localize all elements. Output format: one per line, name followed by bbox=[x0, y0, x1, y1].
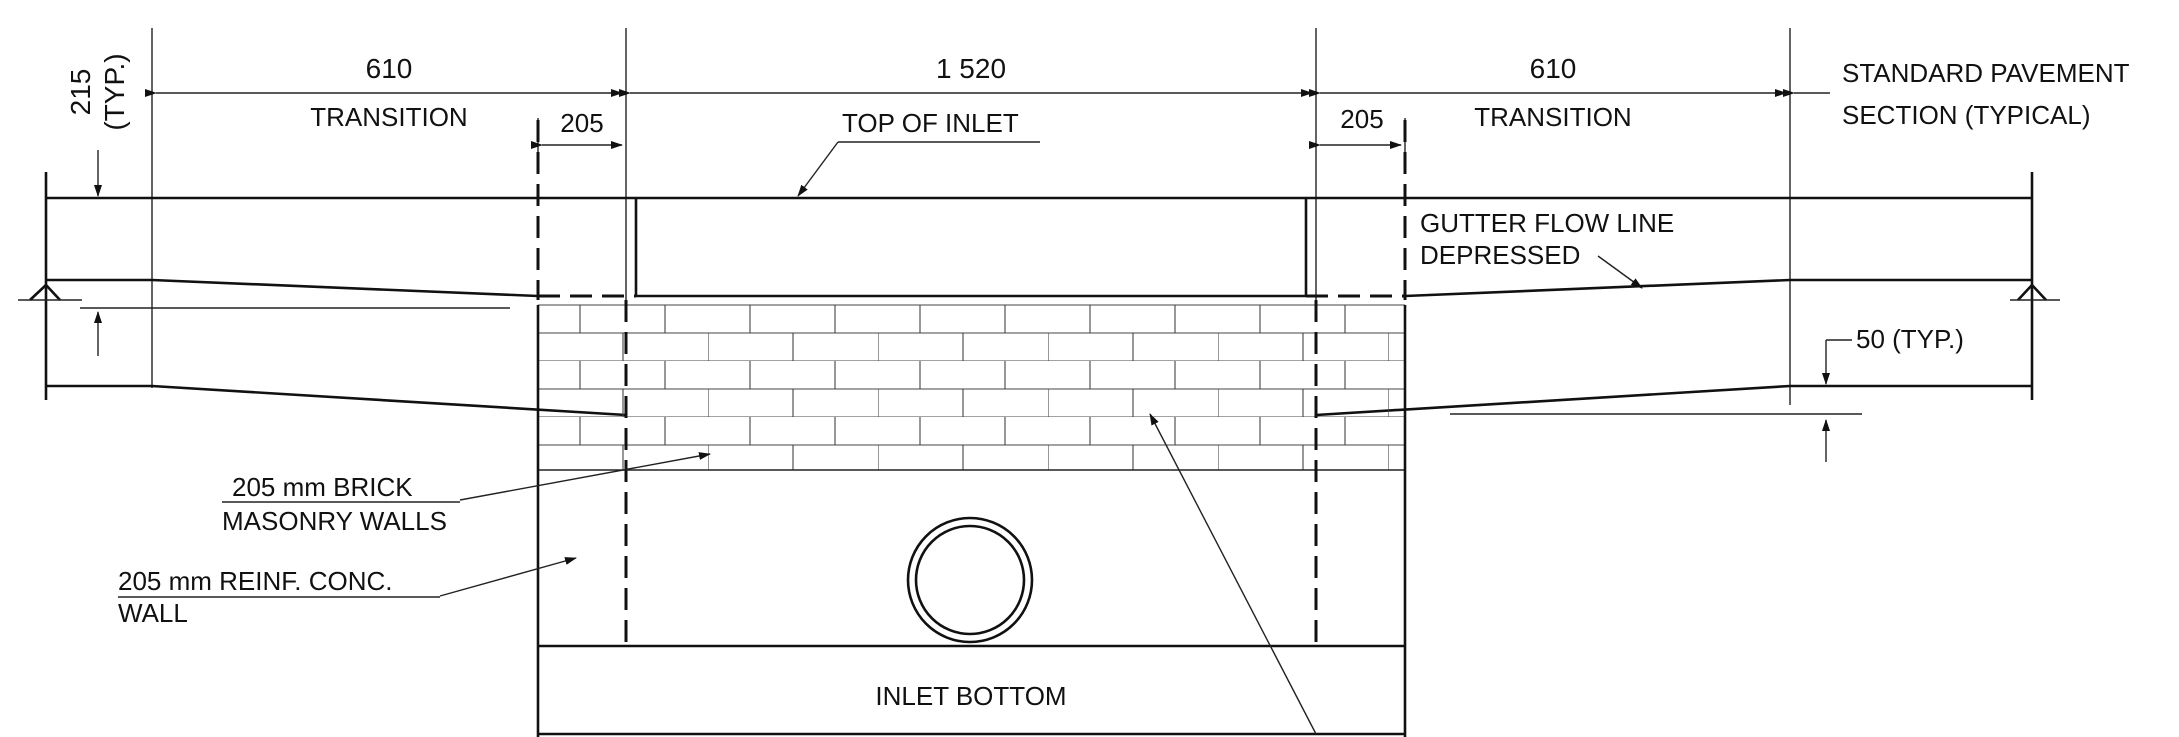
standard-pavement-label-line2: SECTION (TYPICAL) bbox=[1842, 100, 2090, 130]
dim-right-transition-label: TRANSITION bbox=[1474, 102, 1631, 132]
brick-label-line1: 205 mm BRICK bbox=[232, 472, 413, 502]
standard-pavement-label-line1: STANDARD PAVEMENT bbox=[1842, 58, 2130, 88]
dim-left-transition-label: TRANSITION bbox=[310, 102, 467, 132]
dim-215: 215 bbox=[65, 69, 96, 116]
dimension-lines bbox=[80, 89, 1862, 462]
conc-label-line1: 205 mm REINF. CONC. bbox=[118, 566, 393, 596]
brick-masonry bbox=[538, 304, 1405, 471]
dim-left-205: 205 bbox=[560, 108, 603, 138]
dim-right-transition-value: 610 bbox=[1530, 53, 1577, 84]
conc-label-line2: WALL bbox=[118, 598, 188, 628]
gutter-flow-label-line2: DEPRESSED bbox=[1420, 240, 1580, 270]
brick-label-line2: MASONRY WALLS bbox=[222, 506, 447, 536]
inlet-bottom-label: INLET BOTTOM bbox=[875, 681, 1066, 711]
leader-lines bbox=[439, 141, 1643, 735]
dim-left-transition-value: 610 bbox=[366, 53, 413, 84]
inlet-top bbox=[538, 198, 1405, 298]
inlet-box bbox=[536, 120, 1407, 737]
pavement-outline bbox=[18, 172, 2060, 417]
dim-top-inlet-value: 1 520 bbox=[936, 53, 1006, 84]
dim-right-205: 205 bbox=[1340, 104, 1383, 134]
depression-50-label: 50 (TYP.) bbox=[1856, 324, 1964, 354]
gutter-flow-label-line1: GUTTER FLOW LINE bbox=[1420, 208, 1674, 238]
top-of-inlet-label: TOP OF INLET bbox=[842, 108, 1019, 138]
dim-215-typ: (TYP.) bbox=[99, 53, 130, 130]
outlet-pipe bbox=[906, 516, 1034, 644]
